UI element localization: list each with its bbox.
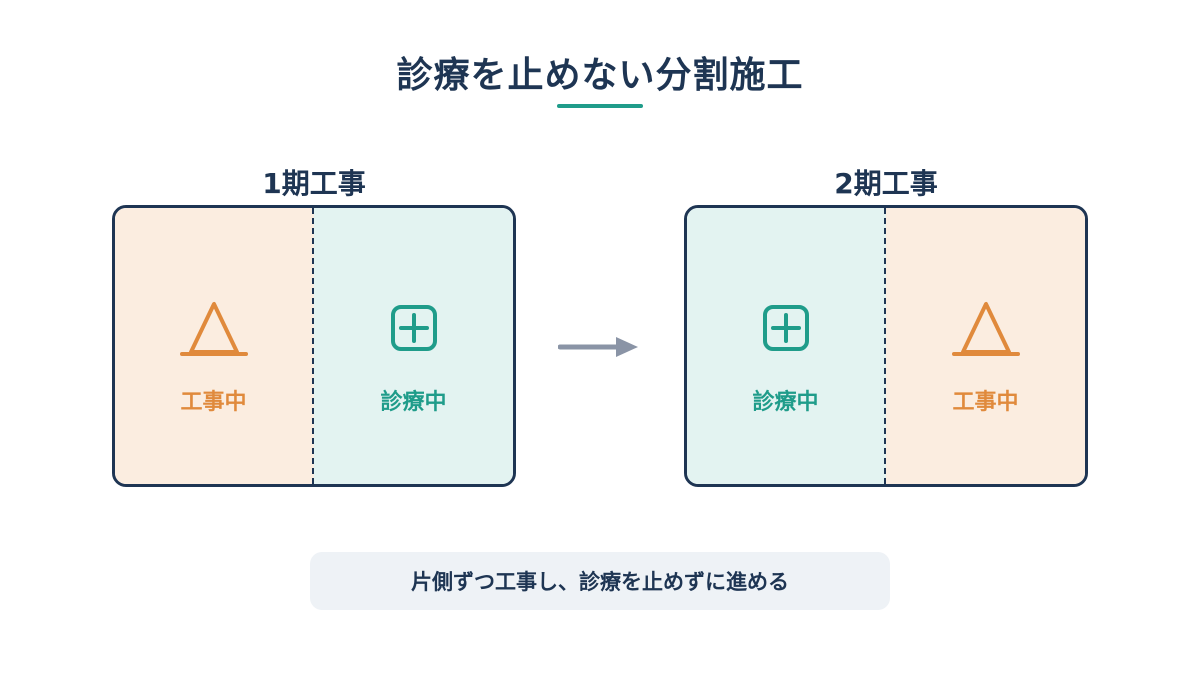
arrow-right-icon: [557, 335, 640, 363]
caption-text: 片側ずつ工事し、診療を止めずに進める: [411, 570, 789, 594]
page-title: 診療を止めない分割施工: [396, 55, 804, 96]
medical-cross-icon: [389, 303, 439, 357]
phase-1-construction-area: 工事中: [115, 208, 314, 484]
phase-2-construction-area: 工事中: [886, 208, 1085, 484]
construction-cone-icon: [179, 300, 249, 362]
phase-2-diagram: 診療中 工事中: [684, 205, 1088, 487]
phase-2-title: 2期工事: [834, 167, 938, 200]
phase-1-medical-area: 診療中: [314, 208, 513, 484]
medical-label: 診療中: [380, 390, 447, 415]
phase-1-diagram: 工事中 診療中: [112, 205, 516, 487]
construction-label: 工事中: [180, 390, 247, 415]
medical-label: 診療中: [752, 390, 819, 415]
phase-1-title: 1期工事: [262, 167, 366, 200]
medical-cross-icon: [761, 303, 811, 357]
construction-label: 工事中: [952, 390, 1019, 415]
caption-box: 片側ずつ工事し、診療を止めずに進める: [310, 552, 890, 610]
title-underline: [557, 104, 643, 108]
phase-2-medical-area: 診療中: [687, 208, 886, 484]
construction-cone-icon: [951, 300, 1021, 362]
